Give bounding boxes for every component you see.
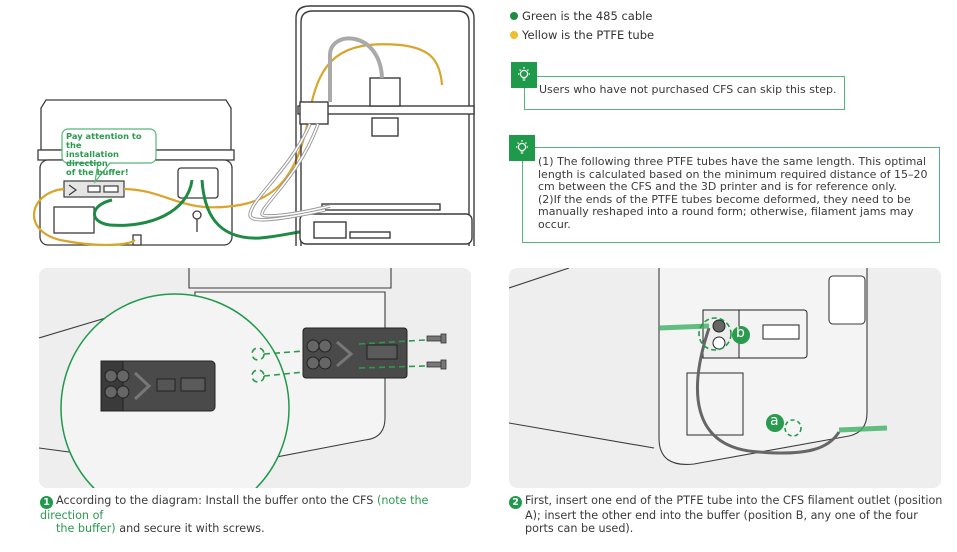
position-b-marker xyxy=(732,326,750,344)
step-number-badge: 2 xyxy=(509,496,522,509)
green-dot-icon xyxy=(510,12,518,20)
yellow-dot-icon xyxy=(510,31,518,39)
buffer-mounted xyxy=(702,309,808,359)
ptfe-tube-gray xyxy=(696,327,841,455)
insert-direction-arrows xyxy=(658,317,888,437)
printer-frame xyxy=(295,5,475,246)
cfs-printer-overview-drawing xyxy=(32,5,475,247)
lightbulb-icon xyxy=(516,140,528,154)
callout-bubble xyxy=(61,128,157,185)
cfs-body-outline xyxy=(509,268,868,466)
tip-box-ptfe-length: (1) The following three PTFE tubes have … xyxy=(522,147,940,243)
position-a-label: a xyxy=(770,413,779,429)
callout-text: Pay attention to the installation direct… xyxy=(66,131,142,177)
buffer-device xyxy=(63,180,125,198)
tip-icon-badge xyxy=(511,62,537,88)
step1-illustration-panel xyxy=(39,268,471,488)
ptfe-insert-drawing xyxy=(509,268,888,466)
legend-item-485-cable: Green is the 485 cable xyxy=(510,9,652,23)
buffer-install-drawing xyxy=(39,268,447,488)
lightbulb-icon xyxy=(518,67,530,81)
screws xyxy=(426,333,447,370)
ptfe-tube-yellow xyxy=(32,43,444,247)
tip-icon-badge xyxy=(509,135,535,161)
legend-item-ptfe-tube: Yellow is the PTFE tube xyxy=(510,28,654,42)
position-b-label: b xyxy=(736,325,745,341)
buffer-zoomed xyxy=(100,360,216,412)
overview-illustration: Pay attention to the installation direct… xyxy=(0,0,490,255)
tip-box-skip-step: Users who have not purchased CFS can ski… xyxy=(524,76,845,110)
buffer-mounted xyxy=(302,327,408,379)
install-direction-arrows xyxy=(251,339,426,383)
position-a-marker xyxy=(766,414,784,432)
step-number-badge: 1 xyxy=(40,496,53,509)
step2-illustration-panel: b a xyxy=(509,268,941,488)
